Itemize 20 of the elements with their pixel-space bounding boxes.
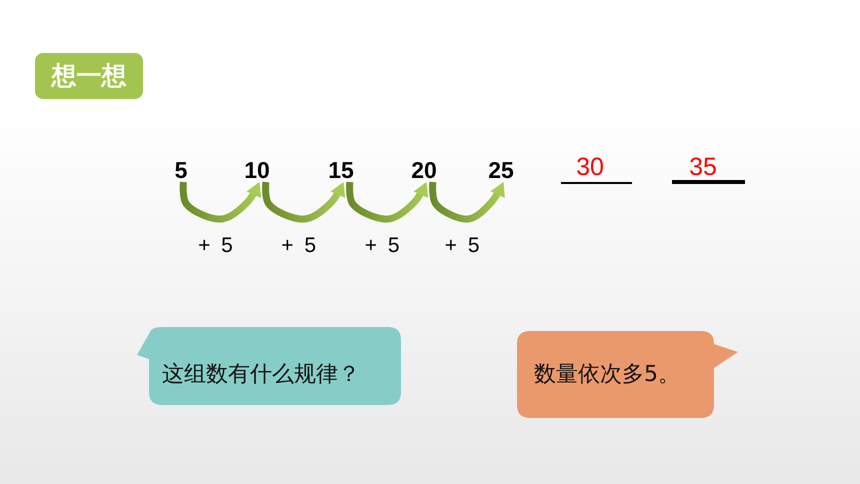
number-text: 20 — [411, 158, 437, 182]
bubble-text: 数量依次多5。 — [534, 363, 680, 387]
curved-arrow — [429, 180, 507, 223]
speech-bubble — [137, 327, 401, 405]
answer-number: 35 — [689, 153, 717, 181]
title-badge: 想一想 — [35, 53, 143, 99]
number-text: 5 — [174, 158, 188, 182]
edge-label: + 5 — [364, 234, 400, 258]
curved-arrow — [180, 180, 263, 223]
edge-label: + 5 — [444, 234, 480, 258]
number-text: 15 — [328, 158, 354, 182]
curved-arrow — [346, 180, 430, 223]
answer-number: 30 — [576, 153, 604, 181]
edge-label: + 5 — [281, 234, 316, 258]
number-text: 25 — [488, 158, 514, 182]
curved-arrow — [262, 180, 347, 223]
edge-label: + 5 — [198, 234, 233, 258]
number-text: 10 — [244, 158, 270, 182]
bubble-text: 这组数有什么规律？ — [162, 363, 360, 387]
speech-bubble — [517, 331, 738, 418]
